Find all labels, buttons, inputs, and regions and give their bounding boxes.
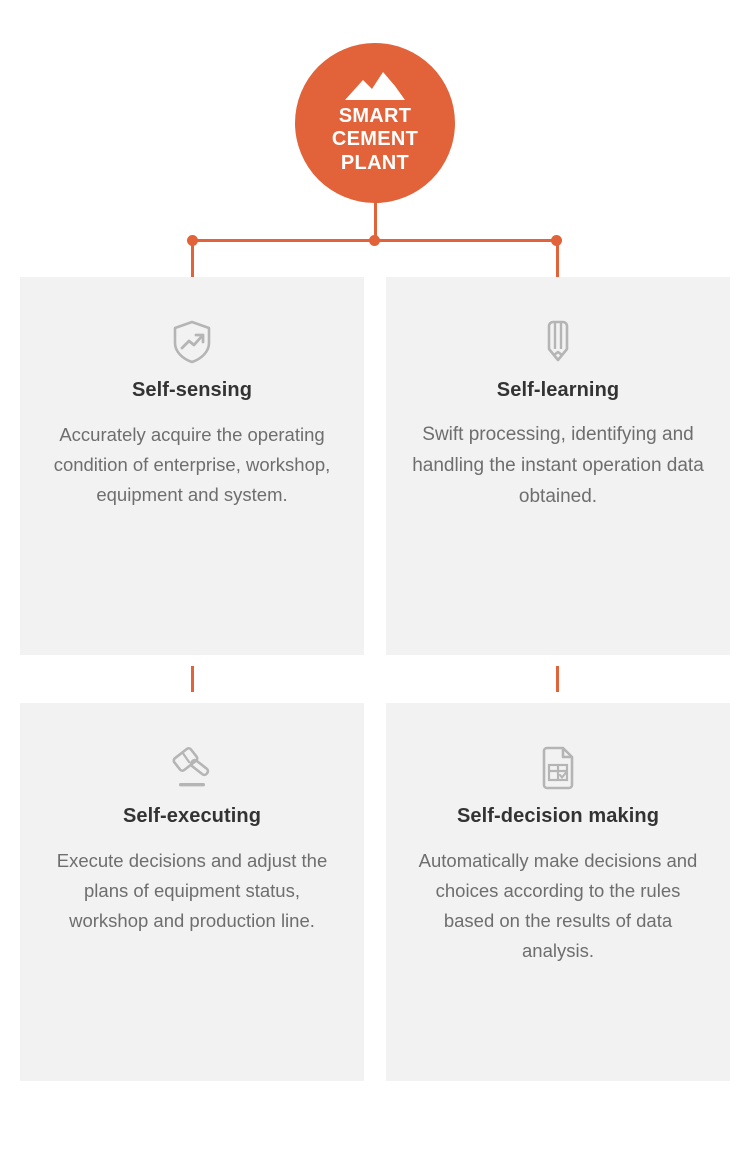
- connector-drop-left: [191, 240, 194, 277]
- pencil-icon: [547, 320, 569, 362]
- card-description: Execute decisions and adjust the plans o…: [56, 850, 328, 932]
- connector-dot-left: [187, 235, 198, 246]
- card-title: Self-decision making: [456, 805, 660, 827]
- central-hub: SMART CEMENT PLANT: [295, 43, 455, 203]
- card-self-decision-making[interactable]: Self-decision making Automatically make …: [386, 703, 730, 1081]
- card-self-executing[interactable]: Self-executing Execute decisions and adj…: [20, 703, 364, 1081]
- document-checklist-icon: [542, 746, 574, 790]
- gavel-icon: [172, 747, 210, 787]
- shield-trend-icon: [173, 320, 211, 364]
- card-title: Self-executing: [122, 805, 262, 827]
- connector-dot-center: [369, 235, 380, 246]
- card-description: Automatically make decisions and choices…: [418, 850, 698, 962]
- card-self-sensing[interactable]: Self-sensing Accurately acquire the oper…: [20, 277, 364, 655]
- card-title: Self-sensing: [131, 379, 253, 401]
- hub-title-line-1: SMART: [338, 104, 412, 127]
- hub-title: SMART CEMENT PLANT: [332, 105, 418, 176]
- connector-stem-top: [374, 203, 377, 240]
- connector-drop-right: [556, 240, 559, 277]
- mountain-factory-icon: [345, 71, 405, 100]
- card-description: Accurately acquire the operating conditi…: [53, 424, 331, 506]
- hub-title-line-2: CEMENT: [331, 128, 419, 151]
- card-self-learning[interactable]: Self-learning Swift processing, identify…: [386, 277, 730, 655]
- card-description: Swift processing, identifying and handli…: [412, 424, 704, 507]
- connector-mid-right: [556, 666, 559, 692]
- card-title: Self-learning: [496, 379, 620, 401]
- connector-mid-left: [191, 666, 194, 692]
- connector-dot-right: [551, 235, 562, 246]
- hub-title-line-3: PLANT: [340, 151, 410, 174]
